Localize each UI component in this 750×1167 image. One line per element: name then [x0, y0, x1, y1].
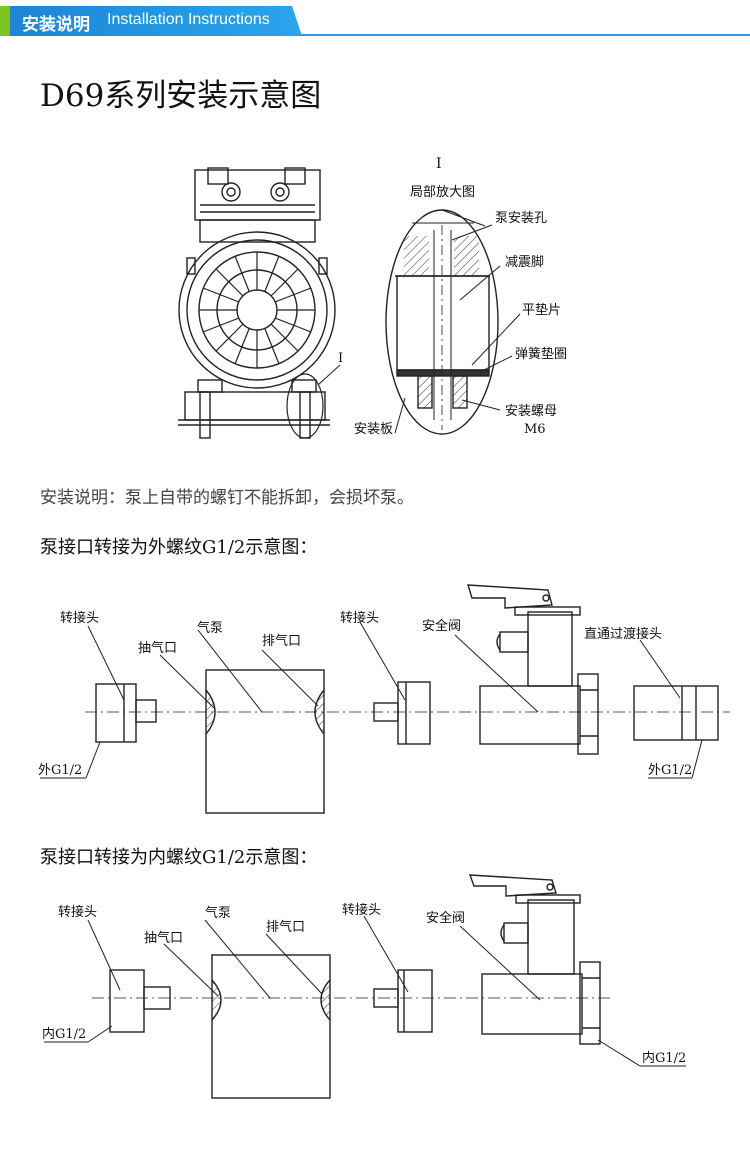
ext-label-safety-valve: 安全阀 — [422, 618, 461, 634]
header-title-cn: 安装说明 — [22, 15, 90, 35]
internal-thread-diagram — [44, 874, 686, 1099]
header-title-en: Installation Instructions — [107, 11, 270, 28]
int-label-pump: 气泵 — [205, 905, 231, 921]
int-label-adapter-right: 转接头 — [342, 902, 381, 918]
int-label-suction: 抽气口 — [144, 930, 183, 946]
section-header: 安装说明 Installation Instructions — [0, 0, 750, 38]
header-accent-mark — [0, 6, 10, 36]
int-label-exhaust: 排气口 — [266, 919, 305, 935]
label-mounting-plate: 安装板 — [354, 422, 393, 437]
int-label-thread-left: 内G1/2 — [42, 1026, 86, 1042]
label-spring-washer: 弹簧垫圈 — [515, 346, 567, 362]
page-title: D69系列安装示意图 — [40, 78, 322, 114]
label-mounting-nut: 安装螺母 — [505, 404, 557, 419]
label-thread-m6: M6 — [524, 422, 546, 437]
pump-drawing — [178, 167, 341, 439]
label-pump-mounting-hole: 泵安装孔 — [495, 211, 547, 226]
detail-caption: 局部放大图 — [410, 185, 475, 200]
detail-view — [385, 209, 521, 435]
ext-label-exhaust: 排气口 — [262, 633, 301, 649]
detail-marker: I — [436, 156, 442, 172]
ext-label-thread-left: 外G1/2 — [38, 763, 82, 778]
ext-label-straight-adapter: 直通过渡接头 — [584, 626, 662, 642]
int-label-adapter-left: 转接头 — [58, 904, 97, 920]
ext-label-adapter-right: 转接头 — [340, 610, 379, 626]
label-damping-foot: 减震脚 — [505, 254, 544, 270]
ext-label-adapter-left: 转接头 — [60, 610, 99, 626]
header-banner — [0, 6, 302, 36]
ext-label-suction: 抽气口 — [138, 640, 177, 656]
header-rule — [0, 34, 750, 36]
int-label-safety-valve: 安全阀 — [426, 910, 465, 926]
external-thread-diagram — [40, 584, 730, 814]
section-external-title: 泵接口转接为外螺纹G1/2示意图： — [40, 537, 318, 558]
ext-label-thread-right: 外G1/2 — [648, 763, 692, 778]
install-note: 安装说明：泵上自带的螺钉不能拆卸，会损坏泵。 — [40, 488, 414, 508]
label-flat-washer: 平垫片 — [522, 302, 561, 318]
section-internal-title: 泵接口转接为内螺纹G1/2示意图： — [40, 847, 318, 868]
ext-label-pump: 气泵 — [197, 620, 223, 636]
int-label-thread-right: 内G1/2 — [642, 1050, 686, 1066]
pump-detail-marker: I — [338, 351, 343, 366]
